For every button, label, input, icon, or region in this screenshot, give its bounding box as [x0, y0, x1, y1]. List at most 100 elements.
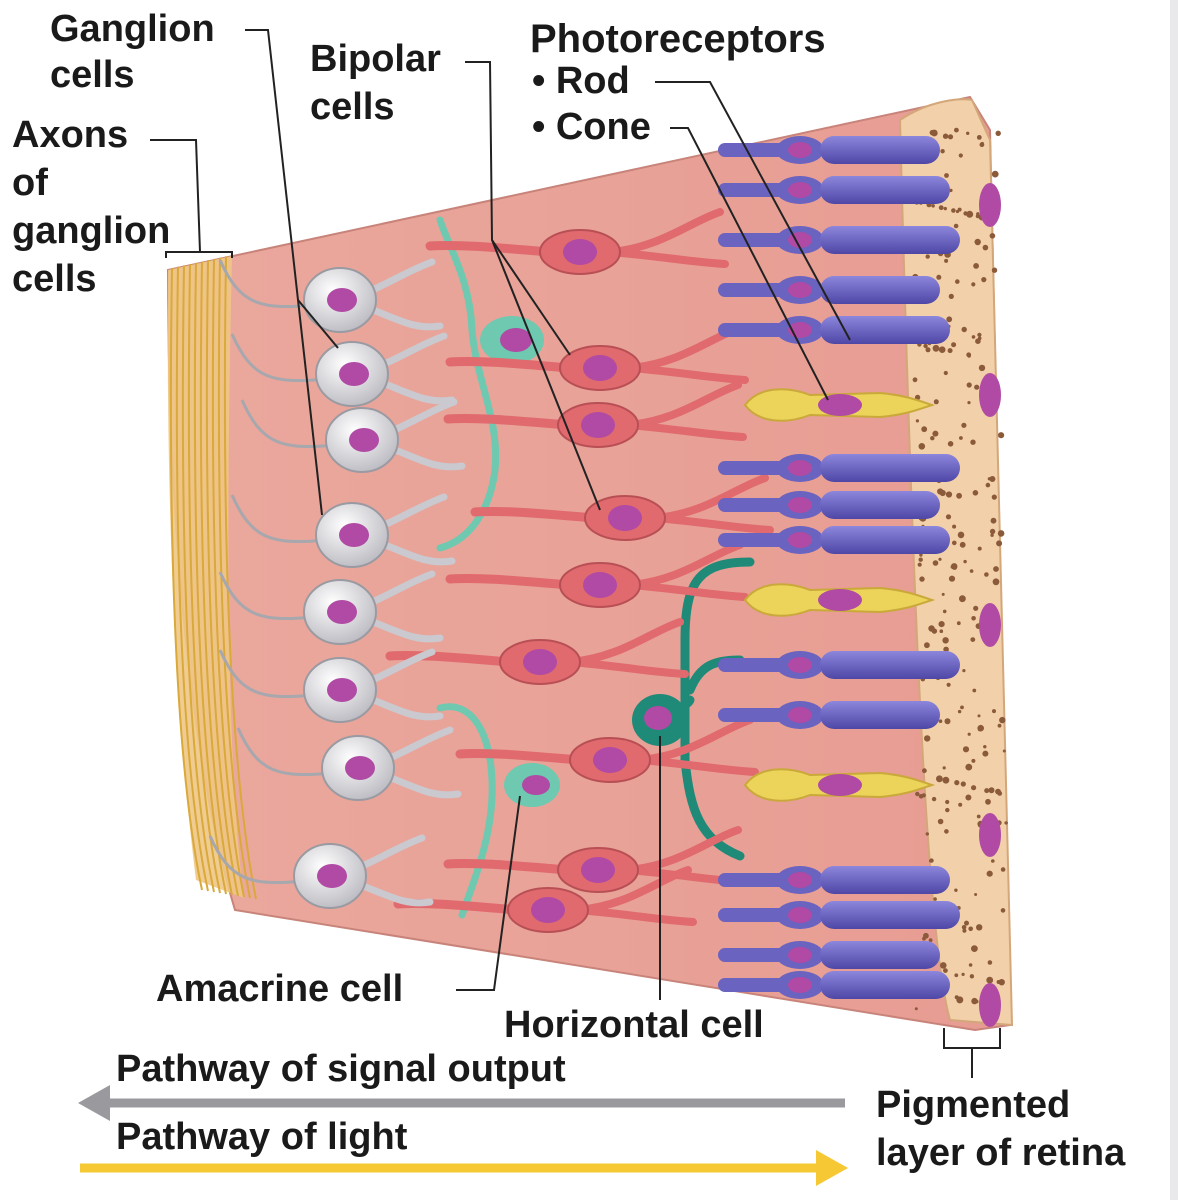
axon-fiber — [187, 264, 221, 894]
bipolar-dendrite — [651, 474, 774, 534]
bipolar-nucleus — [583, 355, 617, 381]
pigment-granule — [995, 130, 1001, 136]
pigment-granule — [991, 859, 995, 863]
rod-outer-segment — [820, 941, 940, 969]
ganglion-nucleus — [327, 600, 357, 624]
axon-fiber — [211, 258, 245, 898]
pigment-granule — [996, 980, 1001, 984]
pigment-granule — [963, 559, 967, 564]
axon-fiber — [223, 256, 257, 900]
pigment-granule — [944, 258, 949, 263]
pigment-granule — [925, 347, 931, 353]
pigment-granule — [938, 346, 946, 354]
pigment-granule — [921, 793, 926, 798]
pigment-cell-nucleus — [979, 373, 1001, 417]
pigment-granule — [992, 578, 1000, 586]
pigment-granule — [965, 763, 973, 771]
rod-nucleus — [788, 182, 812, 198]
pathway-light-label: Pathway of light — [116, 1116, 408, 1158]
pigment-granule — [918, 443, 926, 450]
pigment-granule — [959, 436, 963, 440]
bipolar-dendrite — [566, 618, 689, 678]
bipolar-nucleus — [583, 572, 617, 598]
pigment-granule — [917, 562, 922, 567]
axon-fiber — [217, 257, 251, 899]
pigment-granule — [937, 818, 944, 825]
pigment-granule — [948, 575, 956, 582]
pigment-granule — [938, 205, 944, 211]
pigment-granule — [915, 791, 920, 797]
amacrine-label: Amacrine cell — [156, 968, 404, 1010]
ganglion-nucleus — [327, 288, 357, 312]
pigment-granule — [982, 750, 989, 757]
ganglion-nucleus — [349, 428, 379, 452]
rod-outer-segment — [820, 526, 950, 554]
axons-label-line3: ganglion — [12, 210, 171, 252]
pigmented-label-line2: layer of retina — [876, 1132, 1126, 1174]
ganglion-axon — [236, 727, 334, 777]
pigment-granule — [946, 316, 953, 323]
pigment-granule — [960, 781, 966, 787]
pigment-granule — [954, 888, 958, 892]
bipolar-label-line2: cells — [310, 86, 395, 128]
ganglion-nucleus — [327, 678, 357, 702]
pigment-granule — [919, 576, 925, 582]
bipolar-nucleus — [581, 857, 615, 883]
bipolar-axon — [385, 650, 515, 667]
pigment-granule — [930, 129, 938, 137]
pigment-granule — [968, 963, 973, 967]
rod-nucleus — [788, 977, 812, 993]
pigment-granule — [931, 204, 935, 208]
rod-nucleus — [788, 872, 812, 888]
pigment-granule — [975, 338, 981, 345]
pigment-granule — [942, 133, 949, 139]
bipolar-dendrite — [626, 541, 749, 601]
rod-outer-segment — [820, 226, 960, 254]
pigment-granule — [919, 553, 923, 557]
cone-nucleus — [818, 394, 862, 416]
photoreceptors-label: Photoreceptors — [530, 17, 826, 61]
pigment-granule — [969, 569, 974, 573]
pigment-granule — [984, 572, 989, 577]
pigment-granule — [987, 960, 993, 965]
ganglion-nucleus — [345, 756, 375, 780]
pigment-granule — [955, 279, 960, 284]
ganglion-dendrite — [364, 570, 444, 643]
rod-outer-segment — [820, 136, 940, 164]
pigment-granule — [928, 938, 933, 943]
axons-label-line4: cells — [12, 258, 97, 300]
pigment-granule — [984, 788, 990, 794]
pigment-granule — [949, 188, 953, 193]
pigment-granule — [952, 540, 957, 546]
pigment-granule — [1000, 867, 1006, 872]
pigment-granule — [1004, 821, 1008, 825]
pigment-granule — [954, 127, 959, 133]
ganglion-axon — [218, 571, 316, 621]
pigment-granule — [942, 609, 947, 614]
pigment-granule — [961, 422, 967, 428]
amacrine-cell-upper — [436, 216, 500, 552]
rod-nucleus — [788, 282, 812, 298]
pigment-granule — [973, 263, 979, 269]
pigment-granule — [938, 557, 942, 561]
pigment-granule — [966, 210, 974, 218]
pigment-granule — [912, 377, 918, 383]
rod-outer-segment — [820, 701, 940, 729]
pigment-granule — [945, 807, 950, 813]
pigment-granule — [986, 976, 994, 984]
pigment-granule — [943, 968, 948, 973]
pigment-granule — [943, 206, 947, 211]
bipolar-dendrite — [606, 208, 729, 268]
pigment-granule — [995, 788, 1001, 795]
pigment-granule — [945, 799, 950, 805]
pigment-granule — [989, 528, 996, 535]
pigment-granule — [951, 208, 956, 213]
pigment-granule — [967, 732, 971, 736]
bipolar-dendrite — [574, 866, 697, 926]
pigment-granule — [970, 637, 976, 642]
ganglion-axons — [208, 259, 338, 885]
light-arrow-head — [816, 1150, 848, 1186]
pigment-granule — [938, 719, 943, 723]
rod-outer-segment — [820, 316, 950, 344]
